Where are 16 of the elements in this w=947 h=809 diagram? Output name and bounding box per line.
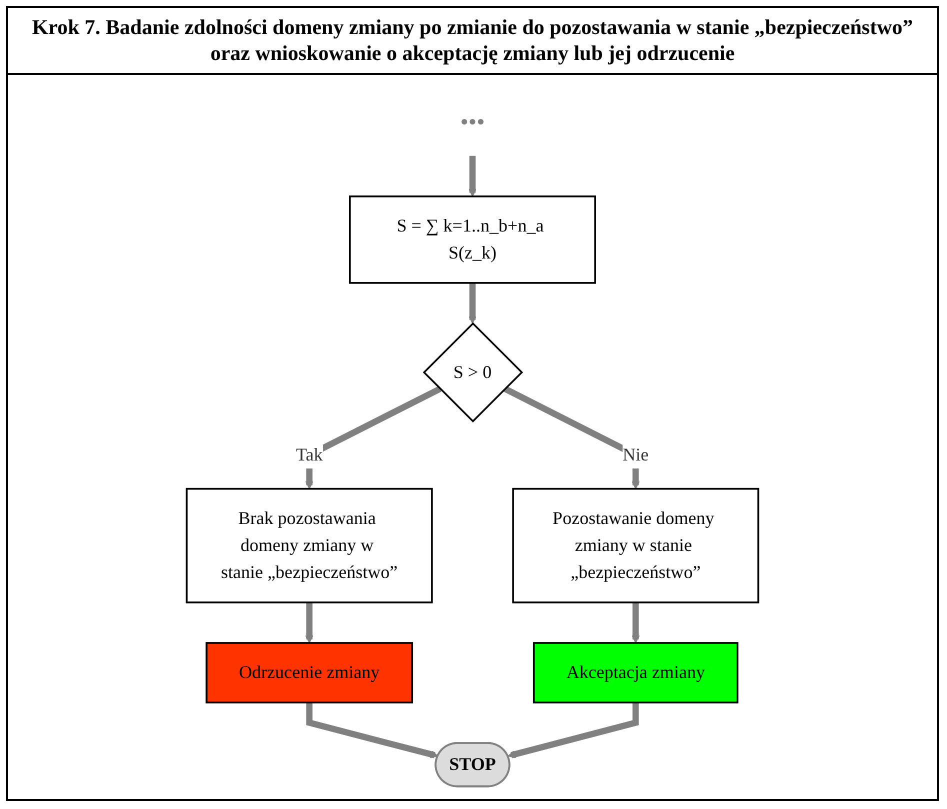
arrow <box>468 155 476 196</box>
arrow <box>305 602 314 643</box>
edge-label: Tak <box>296 444 323 464</box>
node-diamond: S > 0 <box>422 322 524 422</box>
node-box: Akceptacja zmiany <box>532 642 738 703</box>
arrow <box>508 702 639 758</box>
node-box: Brak pozostawania domeny zmiany w stanie „bezpieczeństwo” <box>186 487 433 603</box>
node-text: ••• <box>460 108 485 135</box>
arrow <box>468 282 476 324</box>
arrow <box>632 602 640 643</box>
node-box: Odrzucenie zmiany <box>206 642 414 703</box>
node-box: Pozostawanie domeny zmiany w stanie „bezpieczeństwo” <box>512 487 760 603</box>
edge-label: Nie <box>622 444 649 464</box>
arrow <box>306 702 438 758</box>
title: Krok 7. Badanie zdolności domeny zmiany po zmianie do pozostawania w stanie „bezpieczeństwo” oraz wnioskowanie o akceptację zmiany lub jej odrzucenie <box>8 8 937 74</box>
node-box: S = ∑ k=1..n_b+n_a S(z_k) <box>349 194 596 284</box>
